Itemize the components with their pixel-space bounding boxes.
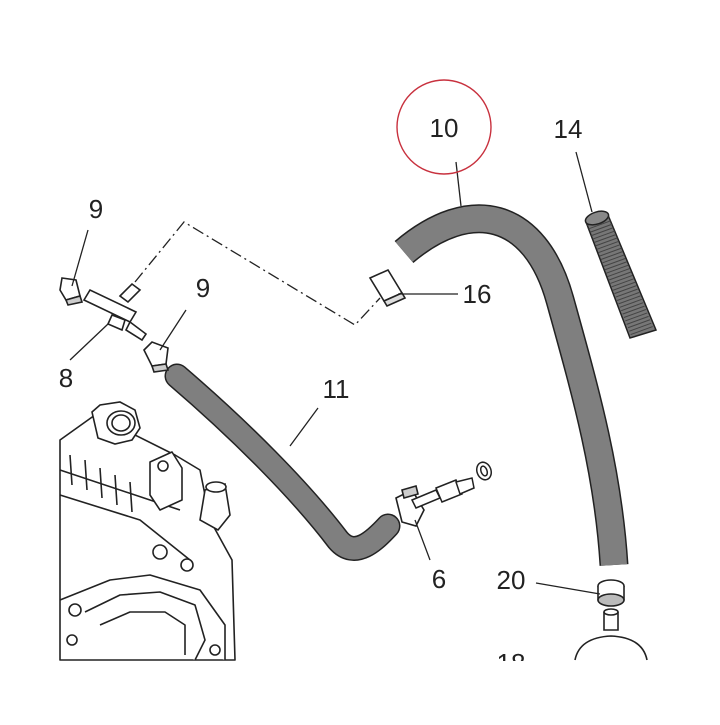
fuel-fitting <box>410 461 493 509</box>
sleeve-rib <box>618 295 641 305</box>
engine-inlet-fitting <box>91 401 141 445</box>
sleeve-rib <box>593 234 617 243</box>
sleeve-rib <box>608 271 632 281</box>
callout-20: 20 <box>497 565 526 595</box>
sleeve-rib <box>630 326 653 336</box>
sleeve-rib <box>603 257 626 267</box>
sleeve-rib <box>615 288 638 298</box>
dash-dot-leader <box>134 221 381 326</box>
sleeve-14 <box>584 210 658 339</box>
callout-8: 8 <box>59 363 73 393</box>
sleeve-rib <box>604 261 628 271</box>
fitting-18 <box>574 608 648 661</box>
callout-11: 11 <box>323 374 350 404</box>
sleeve-rib <box>610 274 633 284</box>
clamp-9-left <box>59 277 84 306</box>
sleeve-rib <box>598 244 621 254</box>
sleeve-rib <box>622 305 645 315</box>
sleeve-rib <box>626 315 649 325</box>
callout-10: 10 <box>430 113 459 143</box>
sleeve-rib <box>606 264 629 274</box>
highlight-circle <box>396 79 492 175</box>
connector-16 <box>368 268 407 308</box>
sleeve-rib <box>600 251 624 260</box>
sleeve-rib <box>621 302 644 312</box>
sleeve-rib <box>611 278 634 288</box>
callout-9-right: 9 <box>196 273 210 303</box>
sleeve-rib <box>596 240 619 250</box>
crop-mask <box>0 661 720 720</box>
sleeve-rib <box>612 281 636 291</box>
leader-lines <box>69 151 601 595</box>
callout-9-left: 9 <box>89 194 103 224</box>
sleeve-rib <box>595 237 618 247</box>
hose-10 <box>394 204 629 566</box>
engine-nipple <box>199 481 231 532</box>
sleeve-rib <box>602 254 625 264</box>
sleeve-rib <box>625 312 648 322</box>
sleeve-rib <box>616 292 640 301</box>
hose-11 <box>164 363 401 561</box>
sleeve-rib <box>607 268 630 278</box>
callout-6: 6 <box>432 564 446 594</box>
sleeve-rib <box>619 298 642 308</box>
sleeve-rib <box>589 223 613 233</box>
engine-block <box>59 414 236 661</box>
sleeve-rib <box>591 227 614 237</box>
sleeve-rib <box>588 220 611 230</box>
sleeve-rib <box>592 230 615 240</box>
clamp-9-right <box>143 341 170 373</box>
t-fitting-8 <box>82 282 148 342</box>
callout-16: 16 <box>463 279 492 309</box>
clamp-20 <box>597 579 625 607</box>
sleeve-rib <box>627 319 651 329</box>
callout-14: 14 <box>554 114 583 144</box>
sleeve-rib <box>599 247 622 257</box>
sleeve-rib <box>614 285 637 295</box>
sleeve-rib <box>629 322 652 332</box>
sleeve-rib <box>623 309 647 318</box>
